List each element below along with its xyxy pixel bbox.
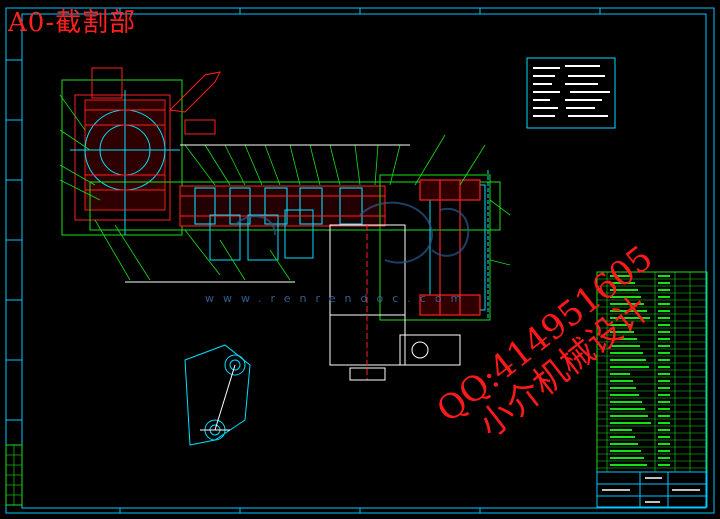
drawing-title: A0-截割部 [8,8,137,38]
requirements-block [526,57,616,129]
main-assembly-view [59,67,511,381]
title-block [596,471,708,508]
frame-ticks [6,8,601,513]
revision-table [5,444,23,506]
inner-border [21,13,707,509]
watermark-text: www.renrendoc.com [205,292,471,305]
logo-watermark [234,201,470,264]
parts-list-table [596,271,708,473]
detail-view [184,344,251,446]
